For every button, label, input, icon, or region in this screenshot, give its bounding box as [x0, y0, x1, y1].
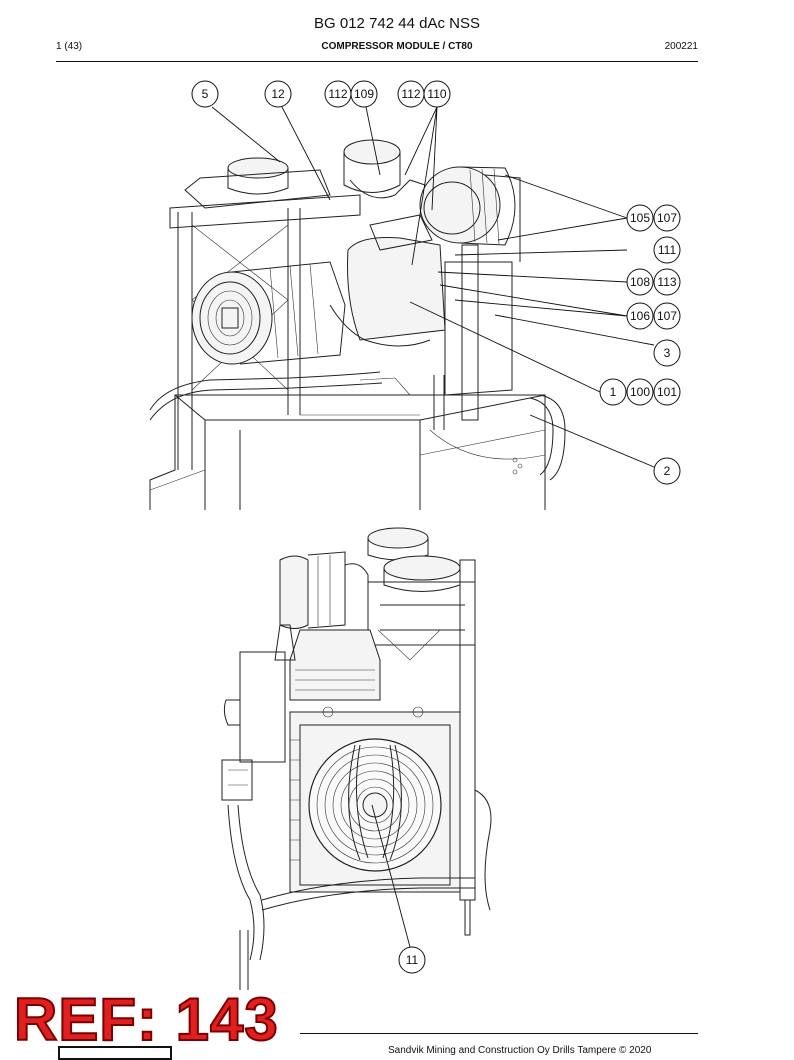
callout-3: 3	[653, 339, 681, 367]
top-callouts: 5 12 112 109 112 110 105 107 111 108 113…	[191, 80, 681, 485]
svg-text:105: 105	[630, 211, 650, 225]
bottom-leader-lines	[371, 804, 411, 948]
top-assembly-illustration	[149, 139, 566, 510]
bottom-assembly-illustration	[221, 527, 492, 990]
callout-5: 5	[191, 80, 219, 108]
callout-101: 101	[653, 378, 681, 406]
module-title: COMPRESSOR MODULE / CT80	[321, 41, 473, 52]
callout-110: 110	[423, 80, 451, 108]
svg-text:110: 110	[427, 87, 446, 101]
bottom-callouts: 11	[398, 946, 426, 974]
svg-text:112: 112	[401, 87, 420, 101]
svg-text:113: 113	[657, 275, 676, 289]
svg-text:111: 111	[658, 243, 677, 257]
callout-105: 105	[626, 204, 654, 232]
callout-106: 106	[626, 302, 654, 330]
callout-112-a: 112	[324, 80, 352, 108]
callout-113: 113	[653, 268, 681, 296]
footer-rule	[300, 1033, 698, 1034]
svg-text:5: 5	[202, 87, 209, 101]
callout-109: 109	[350, 80, 378, 108]
callout-1: 1	[599, 378, 627, 406]
reference-stamp: REF: 143	[13, 985, 279, 1054]
svg-text:3: 3	[664, 346, 671, 360]
callout-100: 100	[626, 378, 654, 406]
footer-copyright: Sandvik Mining and Construction Oy Drill…	[388, 1045, 652, 1056]
callout-11: 11	[398, 946, 426, 974]
page-number: 1 (43)	[56, 41, 83, 52]
header-rule	[56, 61, 698, 62]
svg-text:109: 109	[354, 87, 374, 101]
svg-text:107: 107	[657, 309, 677, 323]
document-date: 200221	[664, 41, 698, 52]
svg-text:107: 107	[657, 211, 677, 225]
top-leader-lines	[211, 106, 655, 468]
callout-112-b: 112	[397, 80, 425, 108]
svg-text:101: 101	[657, 385, 677, 399]
callout-111: 111	[653, 236, 681, 264]
svg-text:112: 112	[328, 87, 347, 101]
svg-text:11: 11	[406, 953, 419, 967]
document-title: BG 012 742 44 dAc NSS	[314, 15, 480, 32]
svg-text:100: 100	[630, 385, 650, 399]
svg-text:1: 1	[610, 385, 617, 399]
callout-107-a: 107	[653, 204, 681, 232]
svg-text:106: 106	[630, 309, 650, 323]
svg-text:12: 12	[271, 87, 285, 101]
callout-108: 108	[626, 268, 654, 296]
callout-2: 2	[653, 457, 681, 485]
svg-text:108: 108	[630, 275, 650, 289]
svg-text:2: 2	[664, 464, 671, 478]
callout-107-b: 107	[653, 302, 681, 330]
callout-12: 12	[264, 80, 292, 108]
